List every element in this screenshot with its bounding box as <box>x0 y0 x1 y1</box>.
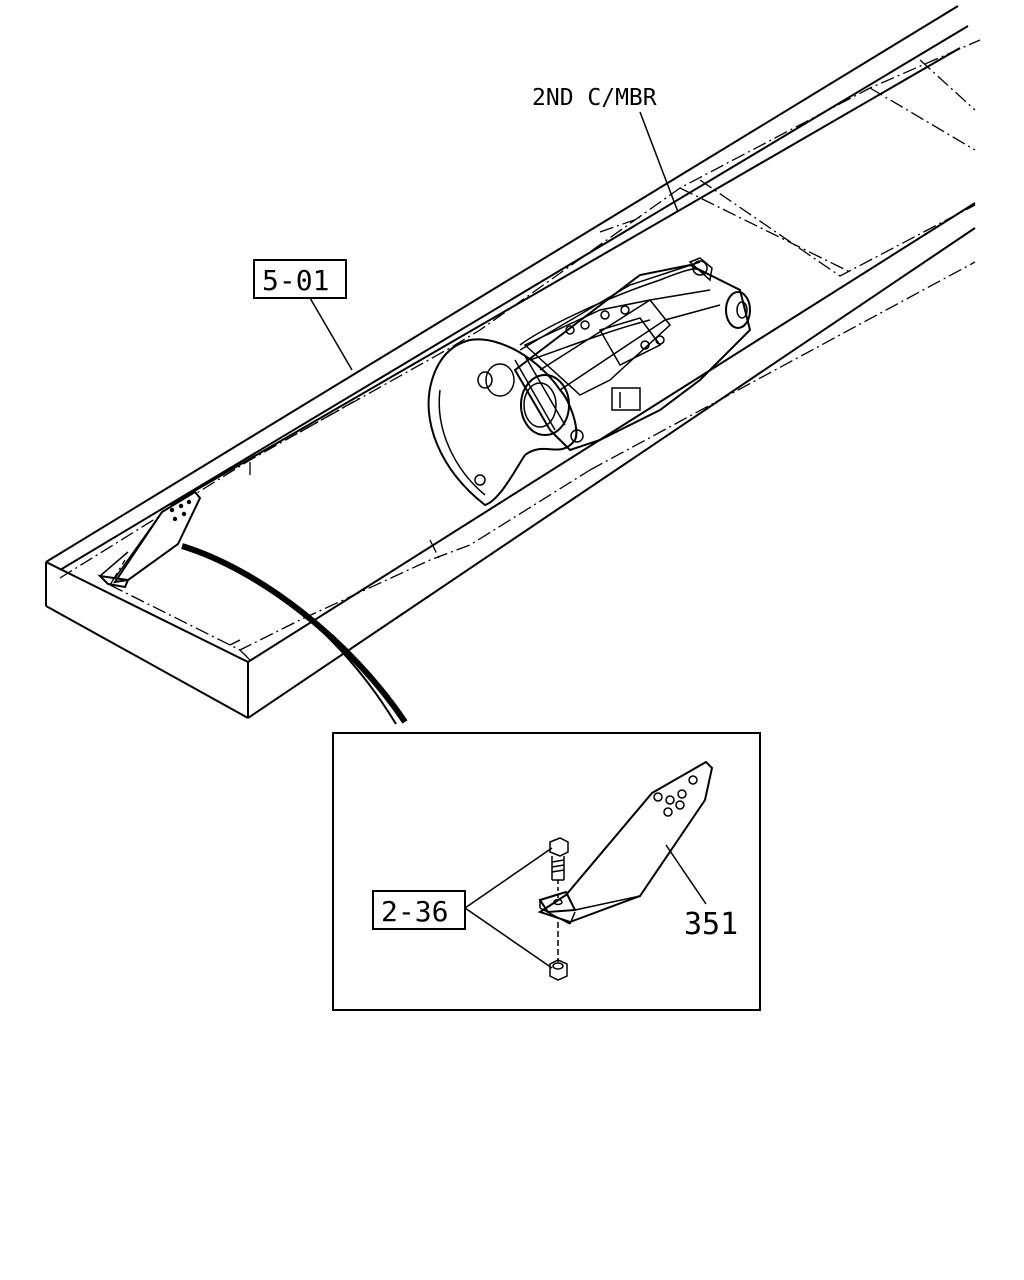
chassis-frame <box>45 5 990 720</box>
cross-member-label: 2ND C/MBR <box>532 85 657 111</box>
bracket-part-label: 351 <box>684 907 738 942</box>
bolt-icon <box>549 837 569 900</box>
bracket-on-frame <box>97 490 202 589</box>
nut-icon <box>549 922 568 981</box>
detail-view: 2-36 351 <box>332 732 761 1011</box>
transmission-assembly <box>427 257 752 507</box>
fastener-ref-label: 2-36 <box>381 895 448 928</box>
frame-ref-label: 5-01 <box>262 264 329 297</box>
frame-ref-group: 5-01 <box>253 259 353 371</box>
bracket-351-detail <box>537 760 714 925</box>
cross-member-label-group: 2ND C/MBR <box>532 85 679 213</box>
